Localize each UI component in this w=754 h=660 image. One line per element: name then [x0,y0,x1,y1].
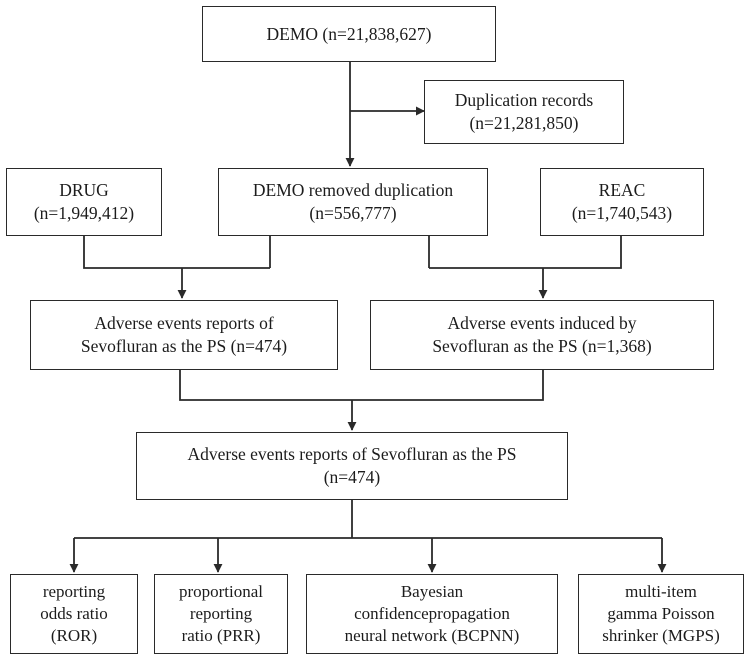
mgps-method-line2: gamma Poisson [607,604,715,624]
reac-box-title: REAC [598,180,646,201]
ror-method-line1: reporting [42,582,106,602]
bcpnn-method-line3: neural network (BCPNN) [344,625,520,645]
prr-method-box: proportional reporting ratio (PRR) [154,574,288,654]
adverse-events-induced-line2: Sevofluran as the PS (n=1,368) [432,336,652,356]
duplication-records-box: Duplication records (n=21,281,850) [424,80,624,144]
reac-box: REAC (n=1,740,543) [540,168,704,236]
prr-method-line2: reporting [189,604,253,624]
ror-method-line3: (ROR) [50,625,98,645]
duplication-records-count: (n=21,281,850) [469,113,579,133]
mgps-method-box: multi-item gamma Poisson shrinker (MGPS) [578,574,744,654]
drug-box: DRUG (n=1,949,412) [6,168,162,236]
demo-removed-duplication-box: DEMO removed duplication (n=556,777) [218,168,488,236]
bcpnn-method-line2: confidencepropagation [354,604,510,624]
drug-box-title: DRUG [59,180,109,201]
reac-box-count: (n=1,740,543) [571,203,673,223]
demo-box: DEMO (n=21,838,627) [202,6,496,62]
ror-method-line2: odds ratio [40,604,108,624]
adverse-events-final-box: Adverse events reports of Sevofluran as … [136,432,568,500]
prr-method-line3: ratio (PRR) [181,625,261,645]
ror-method-box: reporting odds ratio (ROR) [10,574,138,654]
duplication-records-title: Duplication records [454,90,594,111]
prr-method-line1: proportional [178,582,264,602]
connector-drug-merge [83,236,270,269]
adverse-events-final-line1: Adverse events reports of Sevofluran as … [187,444,517,465]
demo-removed-duplication-title: DEMO removed duplication [252,180,454,201]
mgps-method-line3: shrinker (MGPS) [602,625,720,645]
drug-box-count: (n=1,949,412) [33,203,135,223]
adverse-events-reports-ps-line2: Sevofluran as the PS (n=474) [80,336,288,356]
adverse-events-reports-ps-box: Adverse events reports of Sevofluran as … [30,300,338,370]
adverse-events-induced-line1: Adverse events induced by [447,313,637,334]
mgps-method-line1: multi-item [625,582,697,602]
bcpnn-method-line1: Bayesian [400,582,464,602]
bcpnn-method-box: Bayesian confidencepropagation neural ne… [306,574,558,654]
demo-removed-duplication-count: (n=556,777) [309,203,397,223]
demo-box-label: DEMO (n=21,838,627) [266,23,432,44]
connector-ae-left-down [179,370,544,401]
adverse-events-final-line2: (n=474) [323,467,381,487]
adverse-events-induced-box: Adverse events induced by Sevofluran as … [370,300,714,370]
connector-reac-merge [429,236,622,269]
adverse-events-reports-ps-line1: Adverse events reports of [94,313,274,334]
